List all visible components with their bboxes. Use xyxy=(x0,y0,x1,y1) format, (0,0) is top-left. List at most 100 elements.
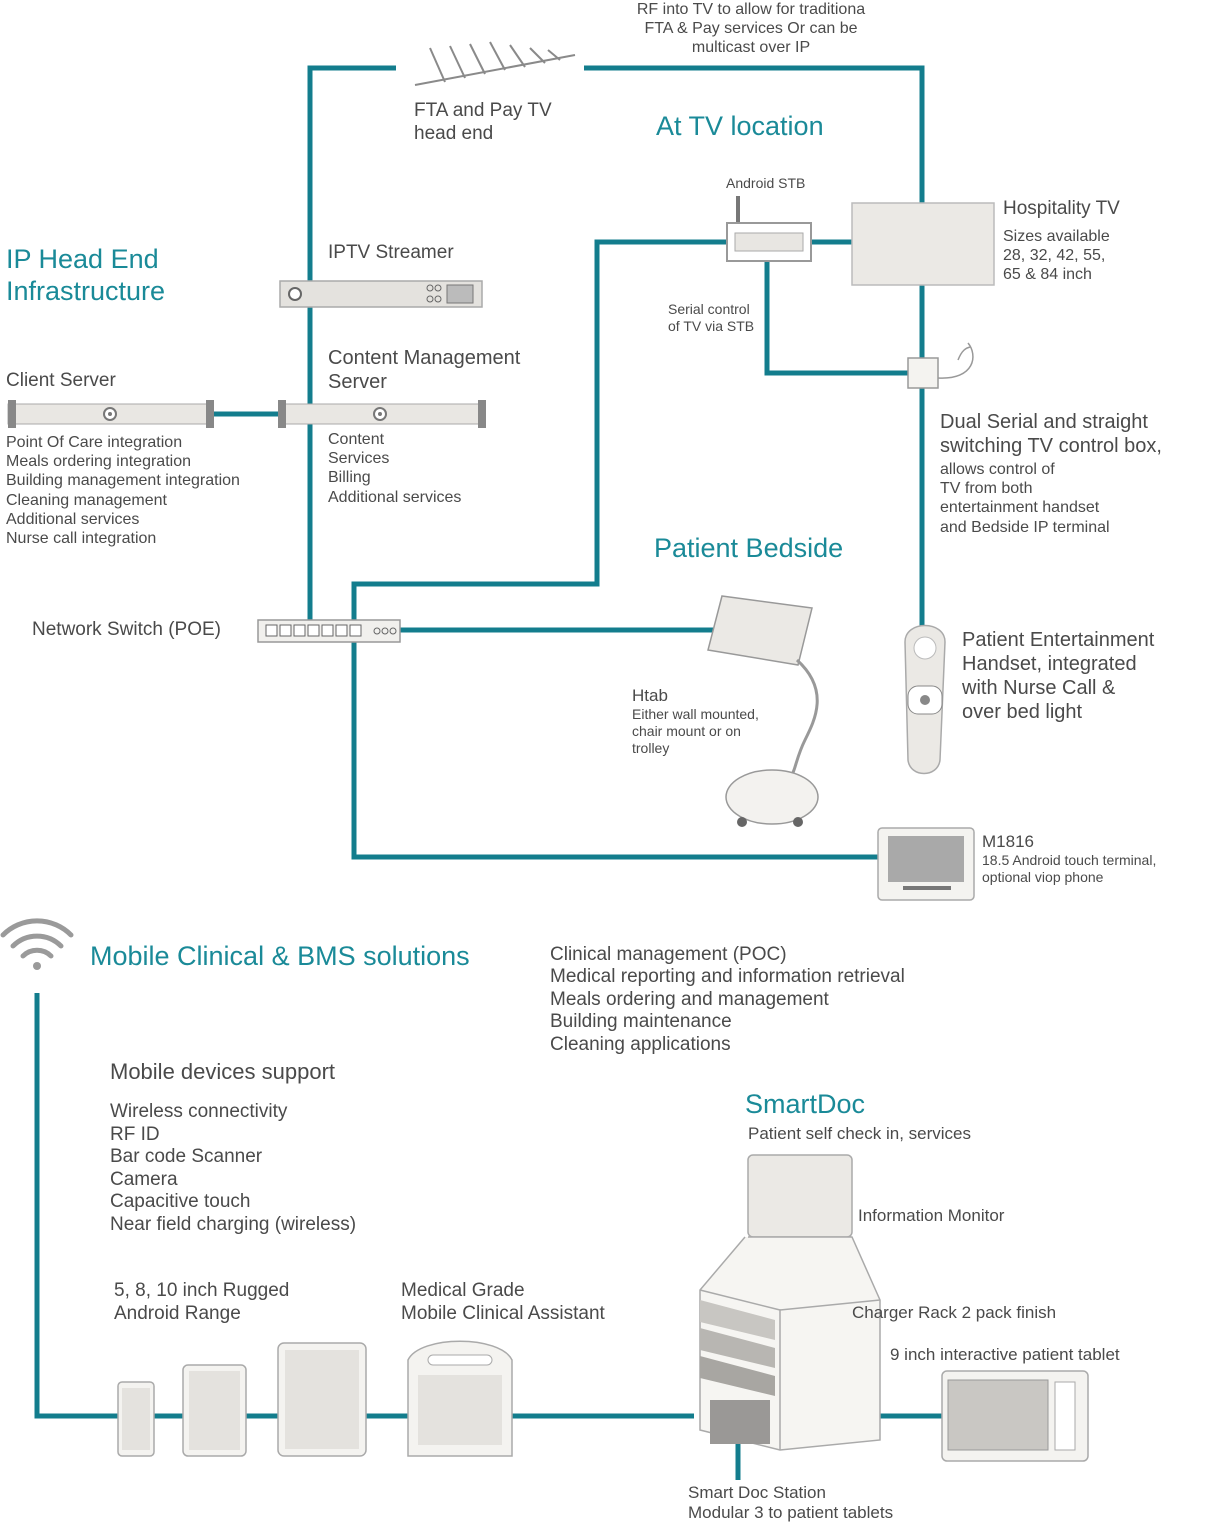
info-monitor-label: Information Monitor xyxy=(858,1206,1005,1225)
m1816-desc-line: 18.5 Android touch terminal, xyxy=(982,852,1157,869)
medical-grade-label: Medical Grade Mobile Clinical Assistant xyxy=(401,1280,605,1326)
handset-line: over bed light xyxy=(962,701,1083,723)
line-headend-right xyxy=(584,65,925,205)
cms-item: Services xyxy=(328,450,390,468)
line-serial xyxy=(764,260,908,376)
client-server-item: Cleaning management xyxy=(6,491,167,509)
connection-lines xyxy=(34,65,942,1480)
mobile-app-item: Medical reporting and information retrie… xyxy=(550,966,905,988)
control-box-line: switching TV control box, xyxy=(940,435,1162,457)
line-headend-left xyxy=(307,65,396,632)
medical-assistant-device xyxy=(407,1340,513,1457)
android-stb-label: Android STB xyxy=(726,175,806,191)
client-server-device xyxy=(7,400,214,428)
serial-control-line: Serial control xyxy=(668,301,750,317)
mobile-app-item: Clinical management (POC) xyxy=(550,944,787,965)
handset-label: Patient Entertainment Handset, integrate… xyxy=(962,628,1154,724)
hospitality-tv-title: Hospitality TV xyxy=(1003,198,1120,219)
client-server-item: Additional services xyxy=(6,510,140,528)
mobile-support-items: Wireless connectivity RF ID Bar code Sca… xyxy=(110,1101,356,1237)
handset-line: Handset, integrated xyxy=(962,653,1137,675)
ip-head-end-line: IP Head End xyxy=(6,244,159,274)
mobile-support-item: RF ID xyxy=(110,1123,160,1145)
head-end-line: FTA and Pay TV xyxy=(414,100,552,121)
rugged-line: Android Range xyxy=(114,1302,241,1324)
network-switch-label: Network Switch (POE) xyxy=(32,619,221,640)
charger-rack-label: Charger Rack 2 pack finish xyxy=(852,1303,1057,1322)
head-end-line: head end xyxy=(414,122,494,144)
rf-note-line: RF into TV to allow for traditiona xyxy=(636,1,866,18)
m1816-title: M1816 xyxy=(982,832,1034,851)
hospitality-tv-label: Hospitality TV Sizes available 28, 32, 4… xyxy=(1003,198,1120,284)
ip-head-end-line: Infrastructure xyxy=(6,276,166,307)
mobile-apps: Clinical management (POC) Medical report… xyxy=(550,944,905,1056)
rf-note-line: multicast over IP xyxy=(691,39,811,57)
htab-title: Htab xyxy=(632,686,668,705)
smartdoc-heading: SmartDoc xyxy=(745,1089,866,1119)
medical-grade-line: Mobile Clinical Assistant xyxy=(401,1302,605,1324)
handset-device xyxy=(904,624,946,775)
line-stb-switch xyxy=(351,239,880,860)
tv-size-line: Sizes available xyxy=(1003,227,1110,245)
cms-title-line: Server xyxy=(328,371,387,393)
m1816-device xyxy=(877,827,975,901)
mobile-support-item: Near field charging (wireless) xyxy=(110,1214,357,1236)
client-server-item: Point Of Care integration xyxy=(6,434,183,451)
client-server-item: Meals ordering integration xyxy=(6,453,191,471)
patient-bedside-heading: Patient Bedside xyxy=(654,533,844,563)
control-box-desc-line: allows control of xyxy=(940,461,1055,478)
mobile-support-item: Camera xyxy=(110,1168,178,1190)
rugged-label: 5, 8, 10 inch Rugged Android Range xyxy=(114,1280,289,1326)
mobile-heading: Mobile Clinical & BMS solutions xyxy=(90,941,470,971)
rugged-line: 5, 8, 10 inch Rugged xyxy=(114,1280,290,1301)
control-box-desc: allows control of TV from both entertain… xyxy=(940,460,1110,537)
at-tv-heading: At TV location xyxy=(656,111,824,141)
station-line: Smart Doc Station xyxy=(688,1483,826,1502)
patient-tablet-device xyxy=(941,1370,1089,1462)
cms-server-device xyxy=(278,400,486,428)
handset-line: Patient Entertainment xyxy=(962,629,1155,651)
control-box-title: Dual Serial and straight switching TV co… xyxy=(940,410,1162,458)
htab-desc-line: Either wall mounted, xyxy=(632,706,759,723)
iptv-streamer-device xyxy=(279,280,483,308)
mobile-support-item: Bar code Scanner xyxy=(110,1146,263,1168)
htab-label: Htab Either wall mounted, chair mount or… xyxy=(632,686,759,757)
client-server-item: Building management integration xyxy=(6,472,240,490)
cms-title-line: Content Management xyxy=(328,347,521,369)
rf-note: RF into TV to allow for traditiona FTA &… xyxy=(606,0,896,58)
control-box-desc-line: entertainment handset xyxy=(940,499,1100,517)
patient-tablet-label: 9 inch interactive patient tablet xyxy=(890,1345,1120,1364)
hospitality-tv-device xyxy=(851,202,995,286)
m1816-desc-line: optional viop phone xyxy=(982,869,1104,886)
control-box-desc-line: TV from both xyxy=(940,480,1033,498)
tv-size-line: 65 & 84 inch xyxy=(1003,266,1092,284)
mobile-support-title: Mobile devices support xyxy=(110,1059,336,1084)
antenna-icon xyxy=(414,41,576,86)
rugged-tablets xyxy=(117,1342,367,1457)
client-server-title: Client Server xyxy=(6,370,116,391)
rf-note-line: FTA & Pay services Or can be xyxy=(644,20,858,38)
station-line: Modular 3 to patient tablets xyxy=(688,1503,894,1523)
htab-device xyxy=(707,595,819,827)
serial-control-label: Serial control of TV via STB xyxy=(668,301,754,335)
wifi-icon xyxy=(0,918,74,970)
line-mobile-left xyxy=(34,993,118,1419)
head-end-label: FTA and Pay TV head end xyxy=(414,100,552,146)
control-box-line: Dual Serial and straight xyxy=(940,411,1148,433)
smartdoc-station-device xyxy=(699,1154,881,1451)
control-box-desc-line: and Bedside IP terminal xyxy=(940,518,1110,536)
network-switch-device xyxy=(257,619,401,643)
cms-item: Additional services xyxy=(328,488,462,506)
cms-item: Content xyxy=(328,431,385,448)
htab-desc-line: chair mount or on xyxy=(632,723,741,740)
mobile-app-item: Cleaning applications xyxy=(550,1033,731,1055)
mobile-support-item: Wireless connectivity xyxy=(110,1101,288,1122)
cms-items: Content Services Billing Additional serv… xyxy=(328,430,461,507)
cms-title: Content Management Server xyxy=(328,346,520,394)
ip-head-end-heading: IP Head End Infrastructure xyxy=(6,243,165,308)
hospitality-tv-sizes: Sizes available 28, 32, 42, 55, 65 & 84 … xyxy=(1003,227,1120,285)
m1816-label: M1816 18.5 Android touch terminal, optio… xyxy=(982,832,1156,886)
mobile-app-item: Meals ordering and management xyxy=(550,988,829,1010)
mobile-support-item: Capacitive touch xyxy=(110,1191,251,1213)
